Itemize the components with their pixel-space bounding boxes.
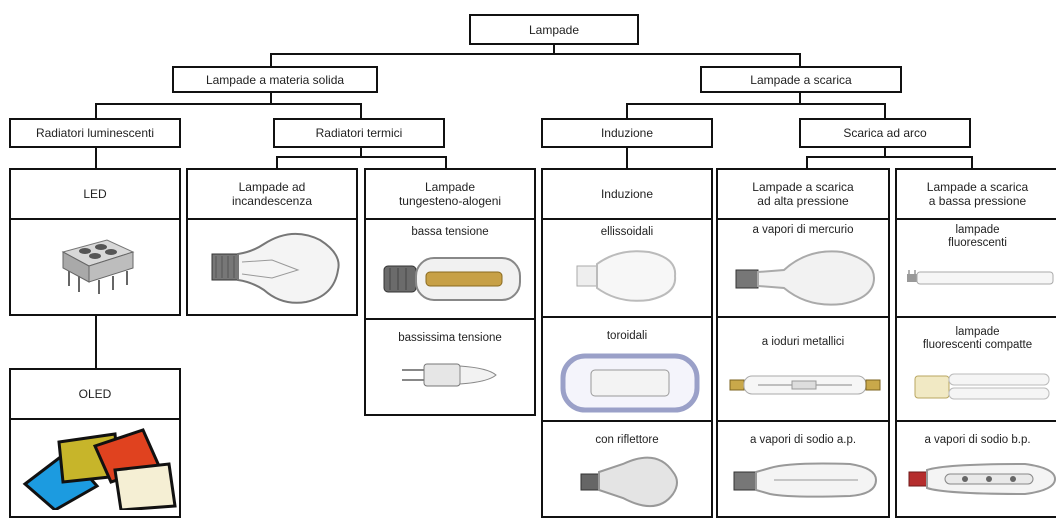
luminescent-label: Radiatori luminescenti xyxy=(35,126,155,140)
halogen-card: Lampade tungesteno-alogeni bassa tension… xyxy=(364,168,536,416)
halogen-tube-icon xyxy=(383,257,521,301)
compact-fluorescent-label: lampade fluorescenti compatte xyxy=(922,326,1033,351)
hp-sodium-label: a vapori di sodio a.p. xyxy=(749,434,857,446)
induction-label: Induzione xyxy=(600,126,654,140)
solid-state-node: Lampade a materia solida xyxy=(172,66,378,93)
fluorescent-label: lampade fluorescenti xyxy=(948,224,1007,249)
incandescent-title: Lampade ad incandescenza xyxy=(231,180,313,208)
halogen-capsule-icon xyxy=(402,363,497,387)
high-pressure-card: Lampade a scarica ad alta pressione a va… xyxy=(716,168,890,518)
hp-sodium-lamp-icon xyxy=(733,462,878,498)
bulb-icon xyxy=(211,233,340,304)
discharge-node: Lampade a scarica xyxy=(700,66,902,93)
lp-sodium-label: a vapori di sodio b.p. xyxy=(924,434,1031,446)
ellipsoidal-lamp-icon xyxy=(576,250,677,302)
toroidal-label: toroidali xyxy=(606,330,648,342)
induzione-card: Induzione ellissoidali toroidali con rif… xyxy=(541,168,713,518)
high-pressure-title: Lampade a scarica ad alta pressione xyxy=(752,180,854,208)
metal-halide-lamp-icon xyxy=(729,375,881,395)
thermal-node: Radiatori termici xyxy=(273,118,445,148)
halogen-low-voltage-label: bassa tensione xyxy=(411,226,489,238)
arc-label: Scarica ad arco xyxy=(843,126,927,140)
lp-sodium-lamp-icon xyxy=(908,462,1056,496)
mercury-lamp-icon xyxy=(735,250,876,306)
compact-fluorescent-icon xyxy=(914,373,1050,400)
oled-panels-icon xyxy=(22,428,177,510)
thermal-label: Radiatori termici xyxy=(315,126,403,140)
led-title: LED xyxy=(83,187,107,201)
root-label: Lampade xyxy=(528,22,580,37)
led-card: LED xyxy=(9,168,181,316)
low-pressure-title: Lampade a scarica a bassa pressione xyxy=(926,180,1029,208)
led-chip-icon xyxy=(61,239,135,294)
metal-halide-label: a ioduri metallici xyxy=(761,336,845,348)
ellipsoidal-label: ellissoidali xyxy=(600,226,654,238)
mercury-label: a vapori di mercurio xyxy=(752,224,854,236)
solid-state-label: Lampade a materia solida xyxy=(205,72,345,87)
low-pressure-card: Lampade a scarica a bassa pressione lamp… xyxy=(895,168,1056,518)
halogen-very-low-voltage-label: bassissima tensione xyxy=(398,332,502,344)
reflector-lamp-icon xyxy=(580,456,678,507)
reflector-label: con riflettore xyxy=(595,434,659,446)
oled-card: OLED xyxy=(9,368,181,518)
luminescent-node: Radiatori luminescenti xyxy=(9,118,181,148)
induzione-title: Induzione xyxy=(600,187,654,201)
arc-node: Scarica ad arco xyxy=(799,118,971,148)
oled-title: OLED xyxy=(78,387,112,401)
toroidal-lamp-icon xyxy=(560,353,700,413)
discharge-label: Lampade a scarica xyxy=(750,72,852,87)
fluorescent-tube-icon xyxy=(907,270,1054,285)
root-node: Lampade xyxy=(469,14,639,45)
incandescent-card: Lampade ad incandescenza xyxy=(186,168,358,316)
halogen-title: Lampade tungesteno-alogeni xyxy=(398,180,502,208)
induction-node: Induzione xyxy=(541,118,713,148)
